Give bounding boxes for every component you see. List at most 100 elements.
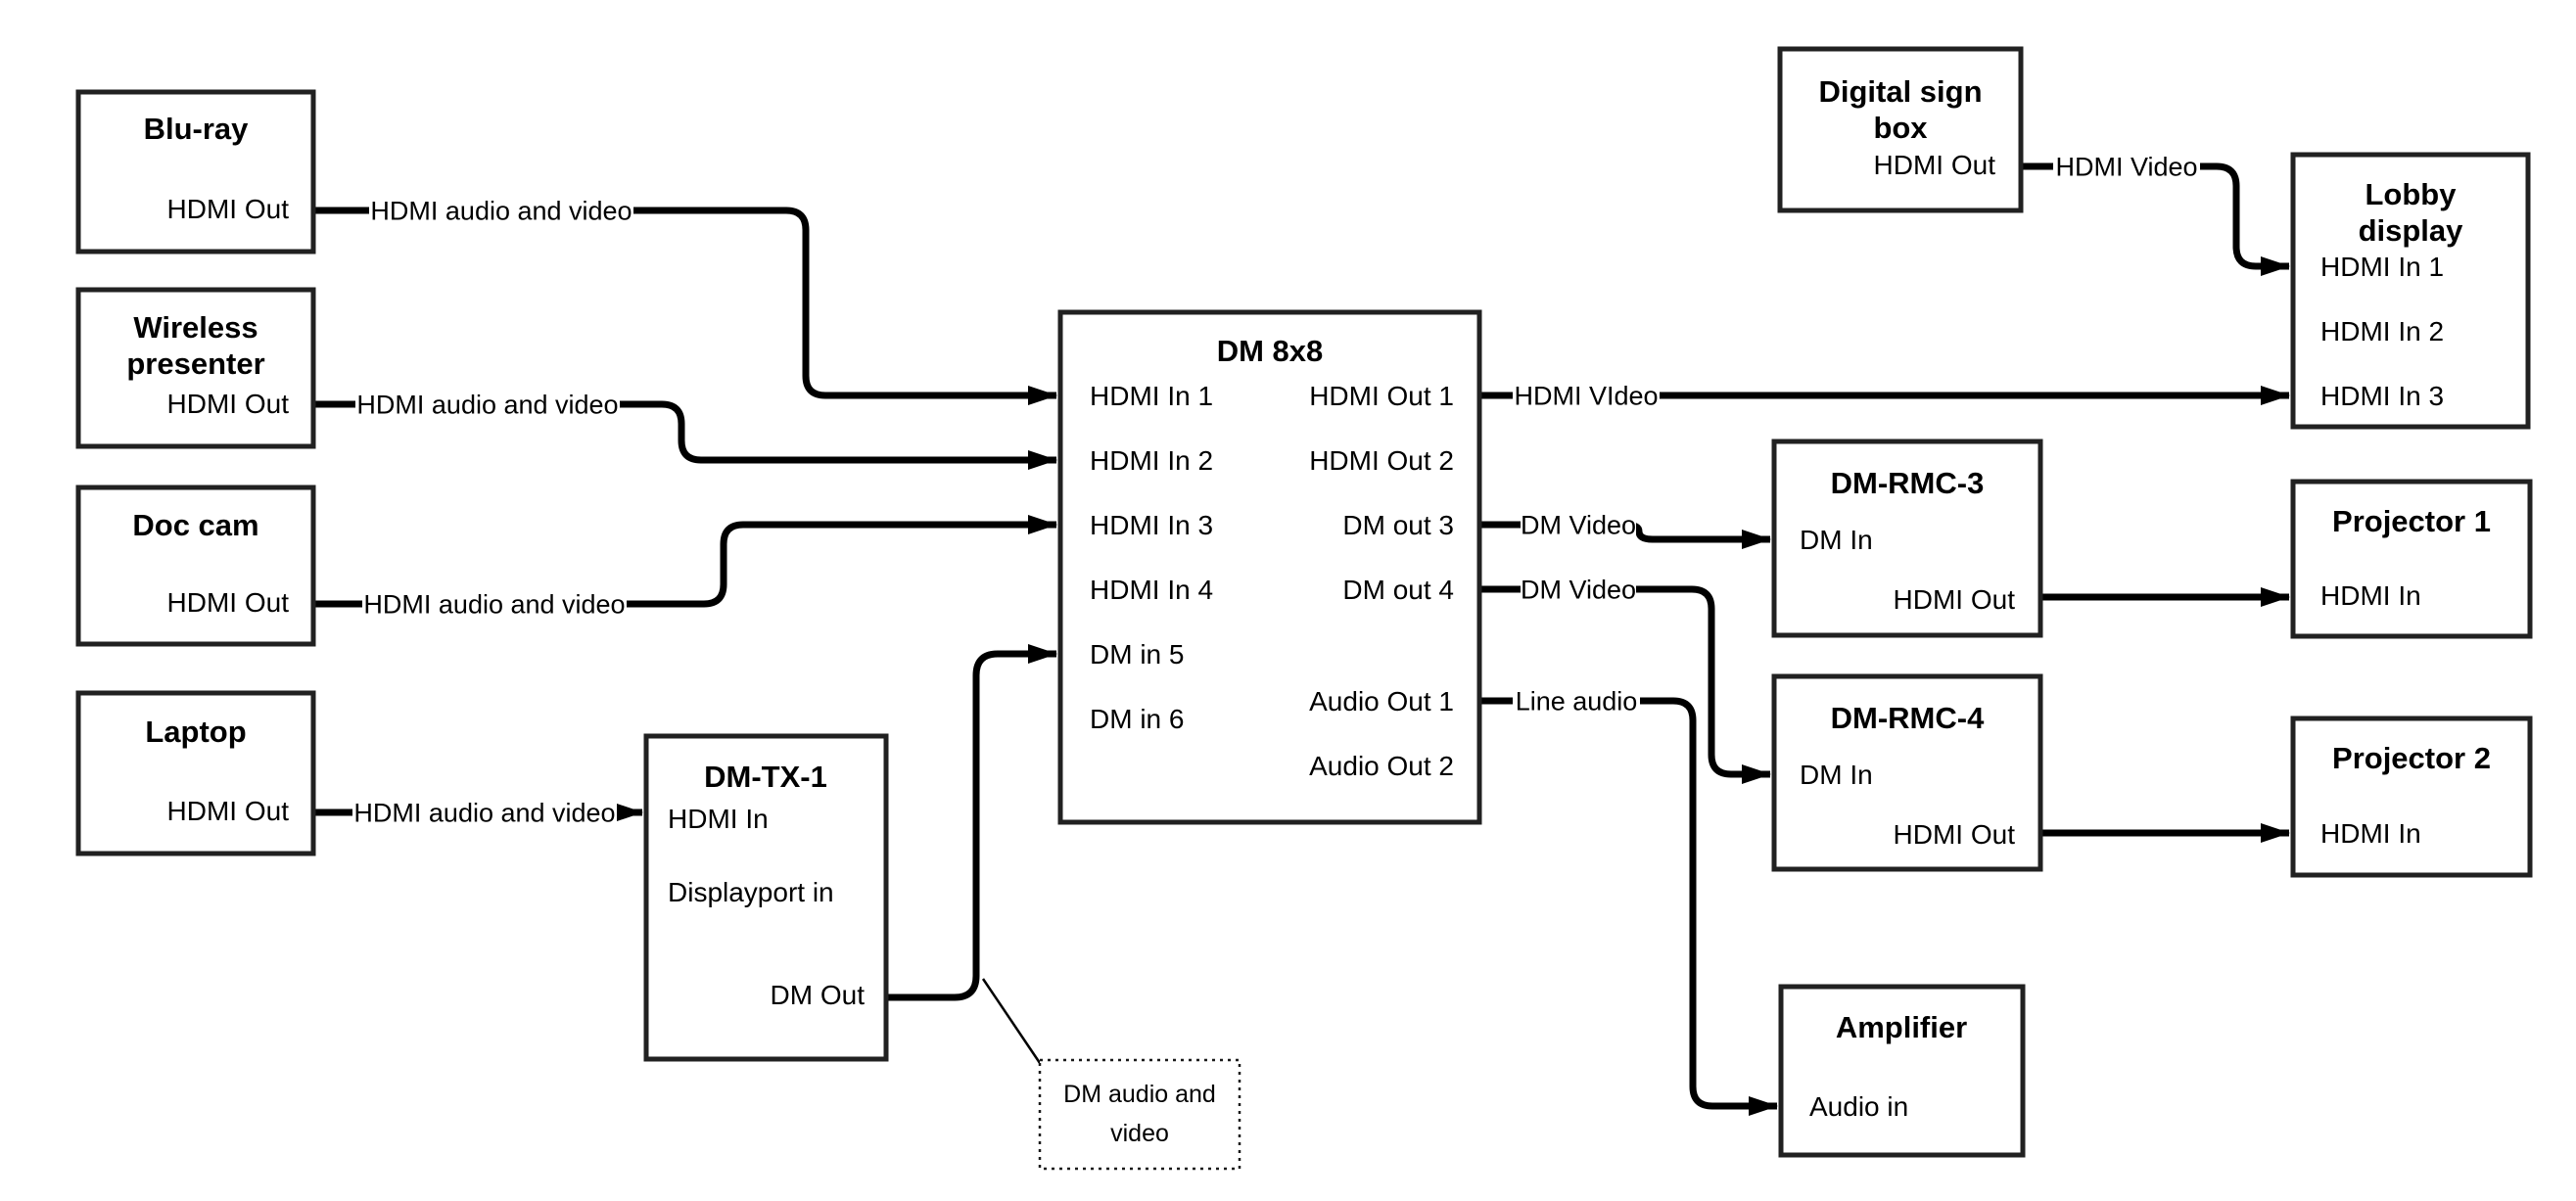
device-title-lobby-line2: display <box>2359 213 2464 248</box>
connector-dmtx1-to-dm8x8-in5 <box>886 644 1057 1001</box>
port-label-bluray-hdmi-out: HDMI Out <box>167 194 290 224</box>
annotation-text-line2: video <box>1110 1120 1169 1147</box>
port-label-dm8x8-hdmi-out-1: HDMI Out 1 <box>1309 381 1454 411</box>
edge-label-bg <box>352 795 617 830</box>
annotation-dm-audio-and-video: DM audio and video <box>1038 1058 1241 1171</box>
device-projector-1: Projector 1 HDMI In <box>2290 479 2533 639</box>
device-box-projector-1 <box>2290 479 2533 639</box>
device-digital-sign-box: Digital sign box HDMI Out <box>1777 46 2024 213</box>
device-title-wireless-line1: Wireless <box>133 310 258 345</box>
edge-label-dm-video-3: DM Video <box>1521 510 1636 539</box>
connector-dm8x8-audio1-to-amplifier <box>1479 697 1778 1116</box>
port-label-digitalsign-hdmi-out: HDMI Out <box>1874 150 1996 180</box>
device-box-lobby-display <box>2290 152 2531 430</box>
edge-label-hdmi-video-main: HDMI VIdeo <box>1514 381 1658 410</box>
edge-label-bg <box>1521 572 1636 607</box>
device-dm8x8: DM 8x8 HDMI In 1 HDMI In 2 HDMI In 3 HDM… <box>1057 309 1482 825</box>
port-label-proj1-hdmi-in: HDMI In <box>2320 580 2421 611</box>
device-wireless-presenter: Wireless presenter HDMI Out <box>75 287 316 449</box>
device-box-digital-sign <box>1777 46 2024 213</box>
connector-bluray-to-dm8x8-in1 <box>313 207 1057 405</box>
device-bluray: Blu-ray HDMI Out <box>75 89 316 254</box>
port-label-dm8x8-hdmi-in-2: HDMI In 2 <box>1090 445 1213 476</box>
edge-label-bg <box>1521 507 1636 542</box>
port-label-rmc3-hdmi-out: HDMI Out <box>1894 584 2016 615</box>
device-title-dm-rmc-3: DM-RMC-3 <box>1831 466 1985 500</box>
edge-labels: HDMI audio and video HDMI audio and vide… <box>352 149 2200 830</box>
port-label-dm8x8-hdmi-out-2: HDMI Out 2 <box>1309 445 1454 476</box>
device-box-laptop <box>75 690 316 856</box>
port-label-dm8x8-dm-in-6: DM in 6 <box>1090 704 1184 734</box>
device-box-amplifier <box>1778 984 2026 1158</box>
device-doc-cam: Doc cam HDMI Out <box>75 485 316 647</box>
connector-doccam-to-dm8x8-in3 <box>313 515 1057 608</box>
device-box-dm-rmc-4 <box>1771 673 2043 872</box>
device-title-wireless-line2: presenter <box>126 346 264 381</box>
connector-dm8x8-out4-to-rmc4 <box>1479 585 1771 784</box>
connector-wireless-to-dm8x8-in2 <box>313 400 1057 470</box>
callout-line-dm-audio-video <box>981 978 1044 1067</box>
annotation-text-line1: DM audio and <box>1063 1081 1216 1108</box>
device-title-dm-tx-1: DM-TX-1 <box>704 760 827 794</box>
port-label-lobby-hdmi-in-1: HDMI In 1 <box>2320 252 2444 282</box>
port-label-dm8x8-audio-out-2: Audio Out 2 <box>1309 751 1454 781</box>
connector-digitalsign-to-lobby-in1 <box>2021 162 2290 276</box>
edge-label-hdmi-av-wireless: HDMI audio and video <box>356 390 618 419</box>
device-box-dm-tx-1 <box>643 733 889 1062</box>
port-label-dm8x8-dm-out-3: DM out 3 <box>1342 510 1454 540</box>
device-title-dm8x8: DM 8x8 <box>1217 334 1324 368</box>
port-label-laptop-hdmi-out: HDMI Out <box>167 796 290 826</box>
port-label-dmtx1-dm-out: DM Out <box>771 980 866 1010</box>
edge-label-bg <box>2053 149 2200 184</box>
device-dm-rmc-4: DM-RMC-4 DM In HDMI Out <box>1771 673 2043 872</box>
port-label-proj2-hdmi-in: HDMI In <box>2320 818 2421 849</box>
edge-label-dm-video-4: DM Video <box>1521 575 1636 604</box>
edge-label-bg <box>369 193 633 228</box>
device-dm-rmc-3: DM-RMC-3 DM In HDMI Out <box>1771 439 2043 638</box>
port-label-dm8x8-hdmi-in-3: HDMI In 3 <box>1090 510 1213 540</box>
device-box-doc-cam <box>75 485 316 647</box>
device-box-bluray <box>75 89 316 254</box>
port-label-dmtx1-hdmi-in: HDMI In <box>668 804 769 834</box>
port-label-doccam-hdmi-out: HDMI Out <box>167 587 290 618</box>
port-label-dmtx1-displayport-in: Displayport in <box>668 877 834 907</box>
annotation-box-dm-audio-video <box>1038 1058 1241 1171</box>
device-title-projector-2: Projector 2 <box>2332 741 2491 775</box>
device-box-dm-rmc-3 <box>1771 439 2043 638</box>
device-dm-tx-1: DM-TX-1 HDMI In Displayport in DM Out <box>643 733 889 1062</box>
device-box-wireless-presenter <box>75 287 316 449</box>
edge-label-bg <box>1513 378 1660 413</box>
device-laptop: Laptop HDMI Out <box>75 690 316 856</box>
device-title-digital-sign-line2: box <box>1873 111 1928 145</box>
port-label-amplifier-audio-in: Audio in <box>1809 1091 1908 1122</box>
port-label-lobby-hdmi-in-2: HDMI In 2 <box>2320 316 2444 346</box>
port-label-rmc4-hdmi-out: HDMI Out <box>1894 819 2016 850</box>
edge-label-bg <box>1513 683 1640 718</box>
edge-label-bg <box>362 586 627 622</box>
port-label-rmc4-dm-in: DM In <box>1800 760 1873 790</box>
device-title-lobby-line1: Lobby <box>2365 177 2458 211</box>
port-label-dm8x8-dm-out-4: DM out 4 <box>1342 575 1454 605</box>
port-label-wireless-hdmi-out: HDMI Out <box>167 389 290 419</box>
device-title-doc-cam: Doc cam <box>132 508 258 542</box>
device-title-dm-rmc-4: DM-RMC-4 <box>1831 701 1985 735</box>
port-label-dm8x8-audio-out-1: Audio Out 1 <box>1309 686 1454 716</box>
device-title-digital-sign-line1: Digital sign <box>1818 74 1982 109</box>
edge-label-bg <box>355 387 620 422</box>
device-title-amplifier: Amplifier <box>1836 1010 1967 1044</box>
port-label-dm8x8-dm-in-5: DM in 5 <box>1090 639 1184 670</box>
edge-label-hdmi-video-sign: HDMI Video <box>2055 152 2197 181</box>
device-box-projector-2 <box>2290 716 2533 878</box>
edge-label-hdmi-av-bluray: HDMI audio and video <box>370 196 632 225</box>
port-label-rmc3-dm-in: DM In <box>1800 525 1873 555</box>
edge-label-hdmi-av-laptop: HDMI audio and video <box>353 798 615 827</box>
device-lobby-display: Lobby display HDMI In 1 HDMI In 2 HDMI I… <box>2290 152 2531 430</box>
device-title-bluray: Blu-ray <box>144 112 250 146</box>
edge-label-hdmi-av-doccam: HDMI audio and video <box>363 589 625 619</box>
device-box-dm8x8 <box>1057 309 1482 825</box>
device-title-projector-1: Projector 1 <box>2332 504 2491 538</box>
port-label-dm8x8-hdmi-in-1: HDMI In 1 <box>1090 381 1213 411</box>
port-label-lobby-hdmi-in-3: HDMI In 3 <box>2320 381 2444 411</box>
